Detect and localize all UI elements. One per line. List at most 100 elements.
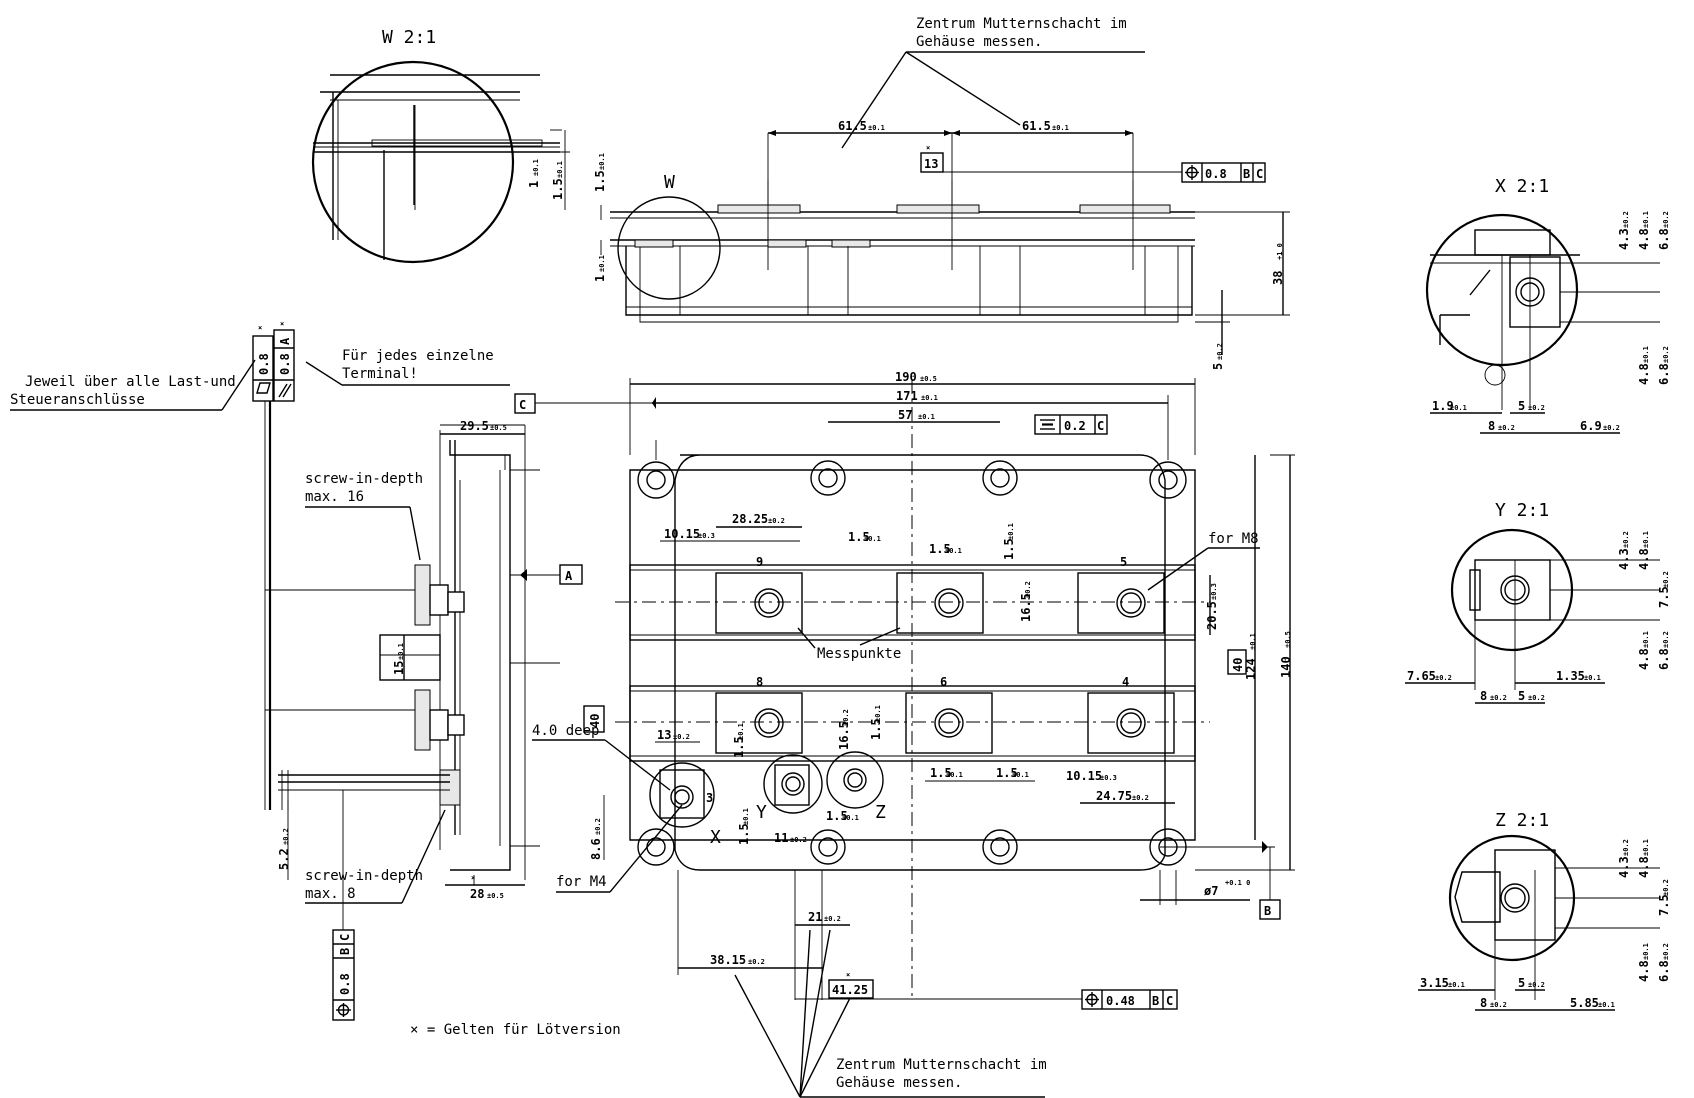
svg-text:±0.3: ±0.3	[698, 532, 715, 540]
dim-15: 15	[392, 661, 406, 675]
svg-text:±0.1: ±0.1	[1249, 633, 1257, 650]
svg-text:±0.1: ±0.1	[1642, 943, 1650, 960]
svg-text:±0.1: ±0.1	[1012, 771, 1029, 779]
marker-z: Z	[875, 802, 886, 823]
svg-text:3.15: 3.15	[1420, 976, 1449, 990]
detail-w-title: W 2:1	[382, 27, 436, 48]
dim-1-5-i: 1.5	[737, 823, 751, 845]
svg-text:±0.2: ±0.2	[1603, 424, 1620, 432]
svg-text:Steueranschlüsse: Steueranschlüsse	[10, 392, 145, 408]
dim-61-5-left: 61.5	[838, 119, 867, 133]
svg-text:0.8: 0.8	[278, 353, 292, 375]
svg-text:screw-in-depth: screw-in-depth	[305, 471, 423, 487]
svg-text:Terminal!: Terminal!	[342, 366, 418, 382]
main-top-view: 190 ±0.5 171 ±0.1 57 ±0.1 C 0.2 C	[514, 370, 1295, 1098]
svg-text:0.2: 0.2	[1064, 419, 1086, 433]
svg-text:±0.1: ±0.1	[918, 413, 935, 421]
svg-text:±0.1: ±0.1	[1642, 631, 1650, 648]
detail-w: W 2:1 1 ±0.1 1.5 ±0.1	[311, 27, 570, 264]
svg-text:C: C	[1166, 994, 1173, 1008]
svg-text:±0.2: ±0.2	[790, 836, 807, 844]
dim-5-2: 5.2	[277, 848, 291, 870]
svg-text:±0.1: ±0.1	[742, 808, 750, 825]
label-deep: 4.0 deep	[532, 723, 599, 739]
svg-text:5: 5	[1518, 976, 1525, 990]
svg-text:±0.1: ±0.1	[1642, 346, 1650, 363]
dim-190: 190	[895, 370, 917, 384]
left-notes: Jeweil über alle Last-und Steueranschlüs…	[10, 320, 510, 411]
dim-1-5-c: 1.5	[1002, 538, 1016, 560]
svg-text:8: 8	[1480, 996, 1487, 1010]
svg-text:±0.5: ±0.5	[487, 892, 504, 900]
svg-text:B: B	[338, 948, 352, 955]
svg-text:±0.5: ±0.5	[490, 424, 507, 432]
dim-10-15-b: 10.15	[1066, 769, 1102, 783]
fcf-bottom: 0.48 B C	[1081, 989, 1178, 1010]
svg-text:×: ×	[846, 971, 850, 979]
svg-text:4.8: 4.8	[1637, 228, 1651, 250]
terminal-6: 6	[940, 675, 947, 689]
dim-1-5-d: 1.5	[732, 736, 746, 758]
svg-text:×: ×	[926, 144, 930, 152]
svg-text:5.85: 5.85	[1570, 996, 1599, 1010]
svg-text:±0.2: ±0.2	[842, 709, 850, 726]
boxed-40-b: 40	[588, 714, 602, 728]
svg-text:±0.1: ±0.1	[1642, 211, 1650, 228]
svg-text:±0.2: ±0.2	[673, 733, 690, 741]
dim-13-b: 13	[657, 728, 671, 742]
dim-1-5-e: 1.5	[869, 718, 883, 740]
svg-text:±0.2: ±0.2	[1662, 943, 1670, 960]
svg-text:±0.2: ±0.2	[1622, 531, 1630, 548]
terminal-3: 3	[706, 791, 713, 805]
dim-top-1: 1	[593, 275, 607, 282]
terminal-8: 8	[756, 675, 763, 689]
svg-text:±0.2: ±0.2	[1622, 839, 1630, 856]
dim-20-5: 20.5	[1205, 601, 1219, 630]
svg-text:screw-in-depth: screw-in-depth	[305, 868, 423, 884]
svg-text:±0.1: ±0.1	[1584, 674, 1601, 682]
dim-1-5-b: 1.5	[929, 542, 951, 556]
svg-text:±0.1: ±0.1	[945, 547, 962, 555]
svg-text:±0.2: ±0.2	[1622, 211, 1630, 228]
fcf-top: 0.8 B C	[1181, 162, 1266, 183]
svg-text:Zentrum Mutternschacht im: Zentrum Mutternschacht im	[916, 16, 1127, 32]
svg-text:±0.2: ±0.2	[282, 828, 290, 845]
svg-text:Jeweil über alle Last-und: Jeweil über alle Last-und	[25, 374, 236, 390]
dim-8-6: 8.6	[589, 838, 603, 860]
svg-text:8: 8	[1480, 689, 1487, 703]
svg-text:±0.2: ±0.2	[1132, 794, 1149, 802]
boxed-13: 13	[924, 157, 938, 171]
svg-text:×: ×	[280, 320, 284, 328]
svg-text:±0.1: ±0.1	[1598, 1001, 1615, 1009]
svg-text:±0.1: ±0.1	[1450, 404, 1467, 412]
left-side-view: A 29.5 ±0.5 28 ±0.5 × 15 ±0.1 5.2 ±0.2 s…	[264, 401, 621, 1038]
svg-text:0.8: 0.8	[338, 973, 352, 995]
dim-28-25: 28.25	[732, 512, 768, 526]
svg-text:±0.2: ±0.2	[594, 818, 602, 835]
detail-x: X 2:1 4.3 ±0.2 4.8 ±0.1 6.8 ±0.2 4.8 ±0.…	[1425, 176, 1671, 434]
dim-171: 171	[896, 389, 918, 403]
svg-text:±0.1: ±0.1	[598, 153, 606, 170]
svg-text:4.8: 4.8	[1637, 960, 1651, 982]
svg-text:B: B	[1243, 167, 1250, 181]
svg-text:×: ×	[471, 874, 475, 882]
svg-text:±0.2: ±0.2	[1490, 1001, 1507, 1009]
dim-38: 38	[1271, 271, 1285, 285]
svg-text:+1 0: +1 0	[1276, 243, 1284, 260]
terminal-4: 4	[1122, 675, 1129, 689]
svg-text:Gehäuse messen.: Gehäuse messen.	[916, 34, 1042, 50]
dim-top-1-5: 1.5	[593, 170, 607, 192]
svg-text:4.3: 4.3	[1617, 548, 1631, 570]
svg-text:±0.2: ±0.2	[1490, 694, 1507, 702]
datum-a: A	[565, 569, 573, 583]
fcf-symmetry: 0.2 C	[1034, 414, 1108, 435]
svg-text:±0.1: ±0.1	[921, 394, 938, 402]
svg-text:±0.2: ±0.2	[1528, 694, 1545, 702]
svg-text:6.8: 6.8	[1657, 960, 1671, 982]
svg-text:max. 16: max. 16	[305, 489, 364, 505]
svg-text:±0.3: ±0.3	[1210, 583, 1218, 600]
boxed-40-a: 40	[1231, 658, 1245, 672]
dim-21: 21	[808, 910, 822, 924]
datum-c: C	[519, 398, 526, 412]
